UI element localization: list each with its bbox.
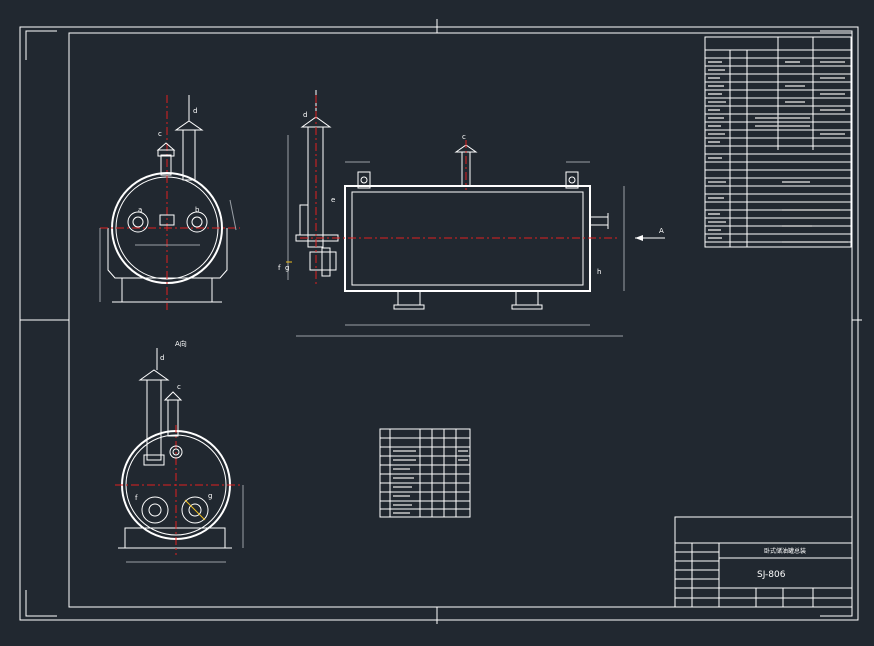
side-nozzle-g-letter: g xyxy=(285,264,289,272)
technical-data-table xyxy=(704,36,852,248)
bottom-view-label: A向 xyxy=(175,339,187,348)
main-elevation xyxy=(296,140,665,337)
title-block xyxy=(674,516,853,608)
front-nozzle-b-letter: b xyxy=(195,206,200,214)
front-nozzle-c-letter: c xyxy=(158,130,162,138)
main-nozzle-c-letter: c xyxy=(462,133,466,141)
side-nozzle-e-letter: e xyxy=(331,196,335,204)
sheet-border xyxy=(19,19,862,624)
bottom-view xyxy=(115,348,244,563)
side-view xyxy=(286,90,339,285)
title-block-product-name: 卧式储油罐总装 xyxy=(764,547,806,555)
side-nozzle-d-letter: d xyxy=(303,111,307,119)
side-nozzle-f-letter: f xyxy=(278,264,281,272)
front-view xyxy=(99,95,240,310)
view-arrow-a-label: A xyxy=(659,227,664,235)
front-nozzle-d-letter: d xyxy=(193,107,197,115)
title-block-drawing-number: SJ-806 xyxy=(757,570,786,580)
nozzle-schedule-table xyxy=(379,428,471,518)
bottom-nozzle-g-letter: g xyxy=(208,492,212,500)
bottom-nozzle-f-letter: f xyxy=(135,494,138,502)
bottom-nozzle-c-letter: c xyxy=(177,383,181,391)
front-nozzle-a-letter: a xyxy=(138,206,142,214)
bottom-nozzle-d-letter: d xyxy=(160,354,164,362)
main-nozzle-h-letter: h xyxy=(597,268,601,276)
